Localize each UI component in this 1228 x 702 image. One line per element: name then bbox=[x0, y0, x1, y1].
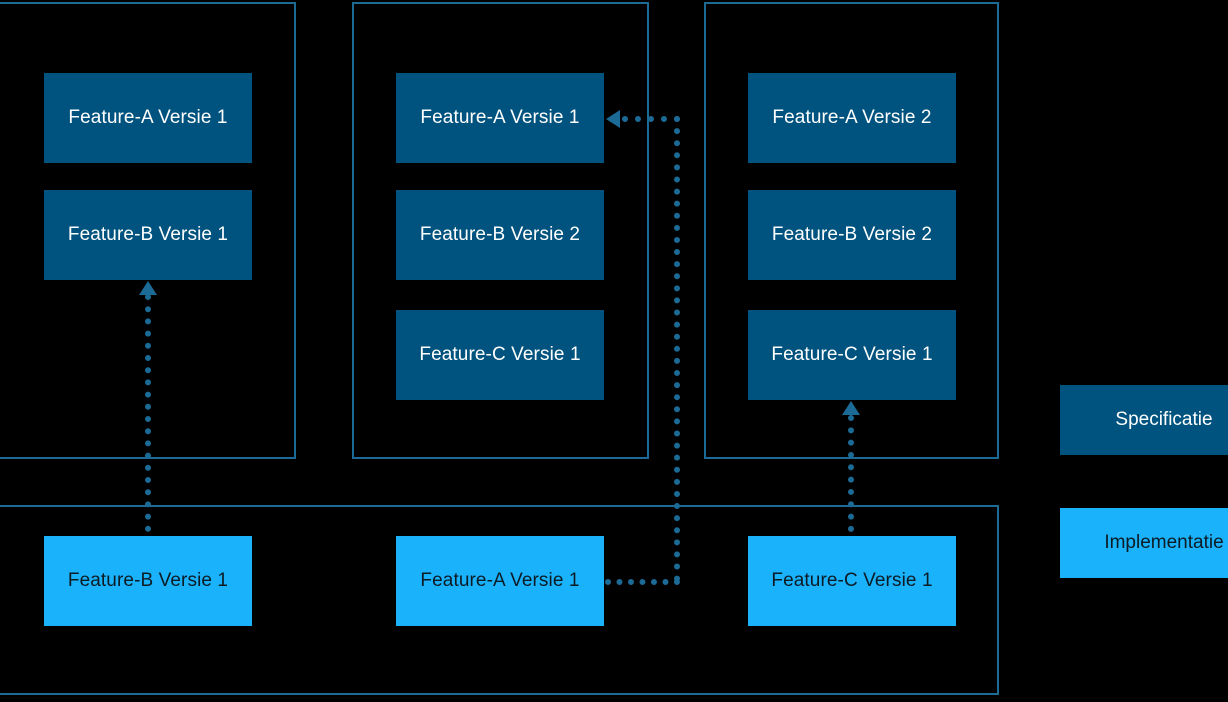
connector-impl-a1-horizontal-top bbox=[622, 116, 680, 122]
connector-impl-c1-to-spec-c1 bbox=[848, 415, 854, 532]
connector-impl-b1-to-spec-b1 bbox=[145, 294, 151, 532]
specification-group-middle bbox=[352, 2, 649, 459]
node-label: Feature-A Versie 1 bbox=[420, 107, 580, 128]
impl-node-feature-a-v1[interactable]: Feature-A Versie 1 bbox=[396, 536, 604, 626]
node-label: Feature-B Versie 1 bbox=[67, 224, 229, 245]
legend-label-implementatie: Implementatie bbox=[1104, 532, 1224, 553]
node-label: Feature-C Versie 1 bbox=[771, 344, 933, 365]
legend-label-specificatie: Specificatie bbox=[1115, 409, 1213, 430]
connector-arrowhead-up-c1 bbox=[842, 401, 860, 415]
impl-node-feature-b-v1[interactable]: Feature-B Versie 1 bbox=[44, 536, 252, 626]
node-label: Feature-A Versie 2 bbox=[772, 107, 932, 128]
spec-node-feature-a-v2-right[interactable]: Feature-A Versie 2 bbox=[748, 73, 956, 163]
impl-node-feature-c-v1[interactable]: Feature-C Versie 1 bbox=[748, 536, 956, 626]
spec-node-feature-c-v1-middle[interactable]: Feature-C Versie 1 bbox=[396, 310, 604, 400]
node-label: Feature-A Versie 1 bbox=[68, 107, 228, 128]
node-label: Feature-C Versie 1 bbox=[419, 344, 581, 365]
node-label: Feature-B Versie 1 bbox=[67, 570, 229, 591]
node-label: Feature-B Versie 2 bbox=[771, 224, 933, 245]
node-label: Feature-A Versie 1 bbox=[420, 570, 580, 591]
node-label: Feature-B Versie 2 bbox=[419, 224, 581, 245]
spec-node-feature-b-v2-middle[interactable]: Feature-B Versie 2 bbox=[396, 190, 604, 280]
implementation-group-bottom bbox=[0, 505, 999, 695]
connector-impl-a1-horizontal-bottom bbox=[605, 579, 680, 585]
connector-arrowhead-up-b1 bbox=[139, 281, 157, 295]
spec-node-feature-b-v2-right[interactable]: Feature-B Versie 2 bbox=[748, 190, 956, 280]
legend-item-implementatie[interactable]: Implementatie bbox=[1060, 508, 1228, 578]
spec-node-feature-a-v1-left[interactable]: Feature-A Versie 1 bbox=[44, 73, 252, 163]
connector-arrowhead-left-a1 bbox=[606, 110, 620, 128]
node-label: Feature-C Versie 1 bbox=[771, 570, 933, 591]
connector-impl-a1-vertical bbox=[674, 116, 680, 582]
spec-node-feature-a-v1-middle[interactable]: Feature-A Versie 1 bbox=[396, 73, 604, 163]
spec-node-feature-c-v1-right[interactable]: Feature-C Versie 1 bbox=[748, 310, 956, 400]
legend-item-specificatie[interactable]: Specificatie bbox=[1060, 385, 1228, 455]
spec-node-feature-b-v1-left[interactable]: Feature-B Versie 1 bbox=[44, 190, 252, 280]
